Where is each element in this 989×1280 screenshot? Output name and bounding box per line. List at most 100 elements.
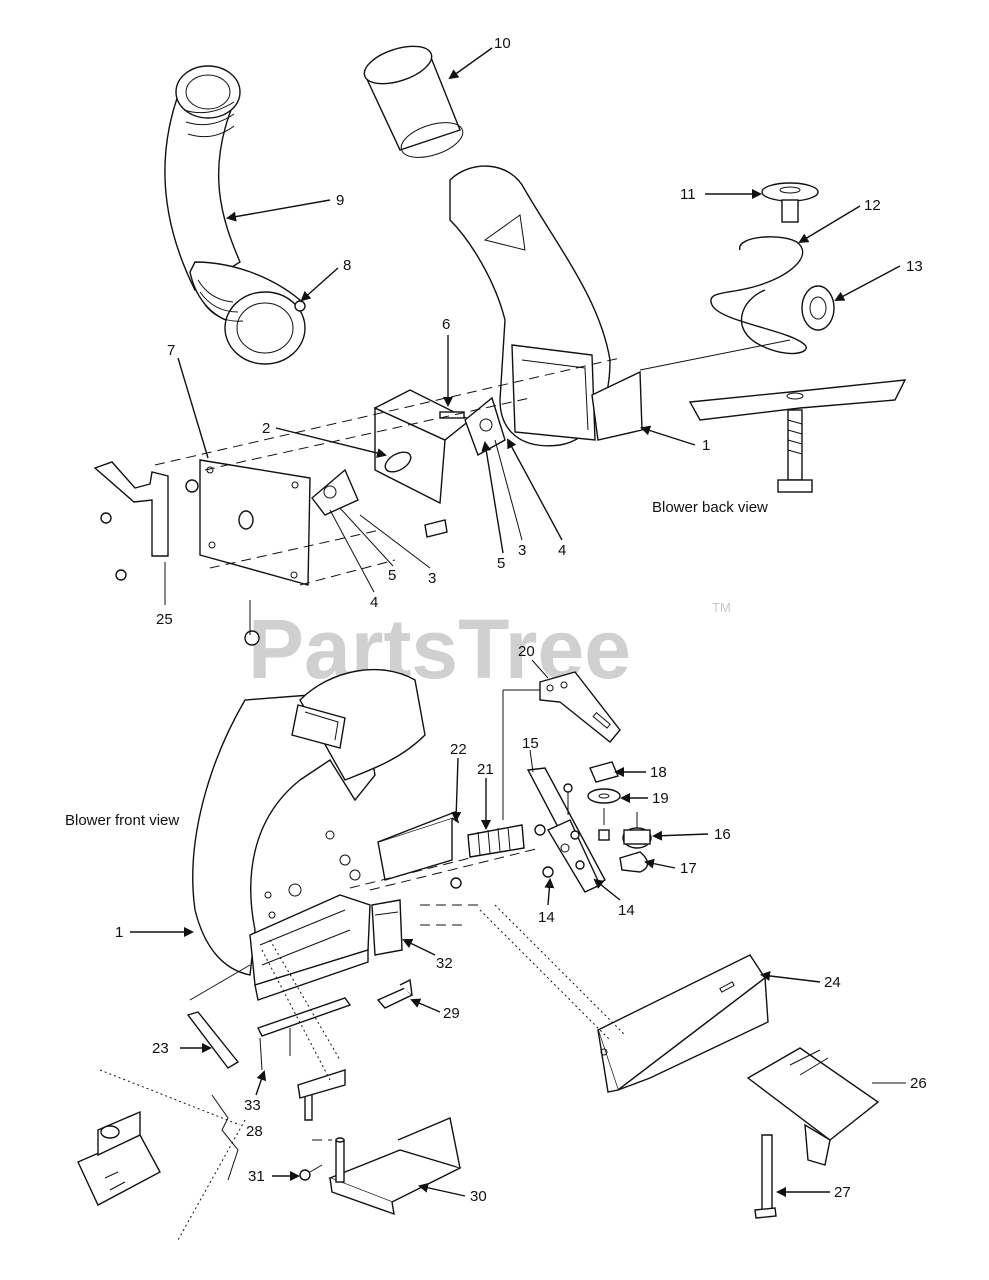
part-3-bearing-flange <box>311 468 359 516</box>
part-13-idler-pulley <box>801 285 835 331</box>
callout-28: 28 <box>246 1123 263 1140</box>
part-6-key <box>439 411 465 419</box>
svg-text:5: 5 <box>388 567 396 584</box>
callout-20: 20 <box>518 643 549 679</box>
part-15-arm <box>526 767 606 893</box>
svg-text:25: 25 <box>156 611 173 628</box>
caption-blower-back-view: Blower back view <box>652 499 768 516</box>
part-25-bracket <box>93 461 199 581</box>
callout-7: 7 <box>167 342 209 459</box>
callout-3-right: 3 <box>494 439 526 559</box>
part-29-clip <box>376 978 414 1009</box>
svg-text:17: 17 <box>680 860 697 877</box>
callout-16: 16 <box>652 826 731 843</box>
callout-33: 33 <box>244 1070 267 1114</box>
part-28-latch <box>77 1110 161 1206</box>
svg-text:33: 33 <box>244 1097 261 1114</box>
svg-text:1: 1 <box>115 924 123 941</box>
callout-32: 32 <box>402 938 453 972</box>
callout-23: 23 <box>152 1040 212 1057</box>
svg-text:11: 11 <box>680 186 696 203</box>
callout-15: 15 <box>522 735 539 773</box>
part-1-blower-housing-front <box>192 668 426 1001</box>
callout-24: 24 <box>760 970 841 991</box>
callout-5-right: 5 <box>481 441 505 572</box>
callout-1-back: 1 <box>640 425 710 454</box>
svg-text:28: 28 <box>246 1123 263 1140</box>
svg-text:12: 12 <box>864 197 881 214</box>
svg-text:23: 23 <box>152 1040 169 1057</box>
part-30-bracket <box>297 1069 462 1216</box>
svg-text:7: 7 <box>167 342 175 359</box>
part-1-blower-housing-back <box>449 165 643 447</box>
svg-text:32: 32 <box>436 955 453 972</box>
svg-text:31: 31 <box>248 1168 265 1185</box>
callout-3-left: 3 <box>359 514 436 587</box>
part-32-cover <box>371 899 403 956</box>
callout-5-left: 5 <box>339 507 396 584</box>
part-2-shaft <box>384 451 412 473</box>
svg-text:19: 19 <box>652 790 669 807</box>
svg-text:4: 4 <box>558 542 566 559</box>
svg-text:20: 20 <box>518 643 535 660</box>
part-7-mounting-plate <box>199 459 311 586</box>
svg-text:22: 22 <box>450 741 467 758</box>
callout-27: 27 <box>776 1184 851 1201</box>
svg-text:15: 15 <box>522 735 539 752</box>
svg-text:5: 5 <box>497 555 505 572</box>
svg-text:24: 24 <box>824 974 841 991</box>
svg-text:4: 4 <box>370 594 378 611</box>
svg-text:14: 14 <box>618 902 635 919</box>
svg-text:30: 30 <box>470 1188 487 1205</box>
svg-text:1: 1 <box>702 437 710 454</box>
blade-and-spindle <box>688 379 907 493</box>
callout-2: 2 <box>262 420 387 458</box>
part-24-chute <box>597 954 769 1093</box>
part-22-plate <box>377 811 462 889</box>
callout-11: 11 <box>680 186 762 203</box>
part-10-outlet-tube <box>363 45 464 158</box>
caption-blower-front-view: Blower front view <box>65 812 179 829</box>
callout-6: 6 <box>442 316 453 407</box>
callout-13: 13 <box>834 258 923 301</box>
svg-text:10: 10 <box>494 35 511 52</box>
svg-text:3: 3 <box>518 542 526 559</box>
callout-18: 18 <box>614 764 667 781</box>
hardware-bolts <box>244 519 448 646</box>
part-26-deflector <box>746 1047 880 1166</box>
part-23-strip <box>186 1011 240 1069</box>
svg-text:9: 9 <box>336 192 344 209</box>
part-21-spring <box>467 824 546 858</box>
watermark-trademark: TM <box>712 600 731 615</box>
svg-text:18: 18 <box>650 764 667 781</box>
part-11-pulley <box>761 182 819 223</box>
callout-26: 26 <box>872 1075 927 1092</box>
callout-21: 21 <box>477 761 494 830</box>
svg-text:16: 16 <box>714 826 731 843</box>
part-27-rod <box>754 1134 777 1219</box>
part-33-plate <box>257 997 352 1071</box>
part-9-hose <box>164 65 306 365</box>
callout-31: 31 <box>248 1168 300 1185</box>
callout-4-right: 4 <box>507 438 566 559</box>
housing-plate-back <box>373 389 472 505</box>
callout-10: 10 <box>448 35 511 80</box>
callout-14-right: 14 <box>593 878 635 919</box>
callout-29: 29 <box>410 998 460 1022</box>
callout-30: 30 <box>418 1182 487 1205</box>
callout-17: 17 <box>644 858 697 877</box>
svg-text:13: 13 <box>906 258 923 275</box>
svg-text:3: 3 <box>428 570 436 587</box>
part-16-isolator <box>622 812 652 849</box>
callout-25: 25 <box>156 562 173 628</box>
callout-22: 22 <box>450 741 467 822</box>
svg-text:29: 29 <box>443 1005 460 1022</box>
svg-text:6: 6 <box>442 316 450 333</box>
callout-14-left: 14 <box>538 878 555 926</box>
svg-text:27: 27 <box>834 1184 851 1201</box>
callout-9: 9 <box>226 192 344 222</box>
callout-12: 12 <box>798 197 881 244</box>
svg-text:2: 2 <box>262 420 270 437</box>
callout-8: 8 <box>300 257 351 302</box>
